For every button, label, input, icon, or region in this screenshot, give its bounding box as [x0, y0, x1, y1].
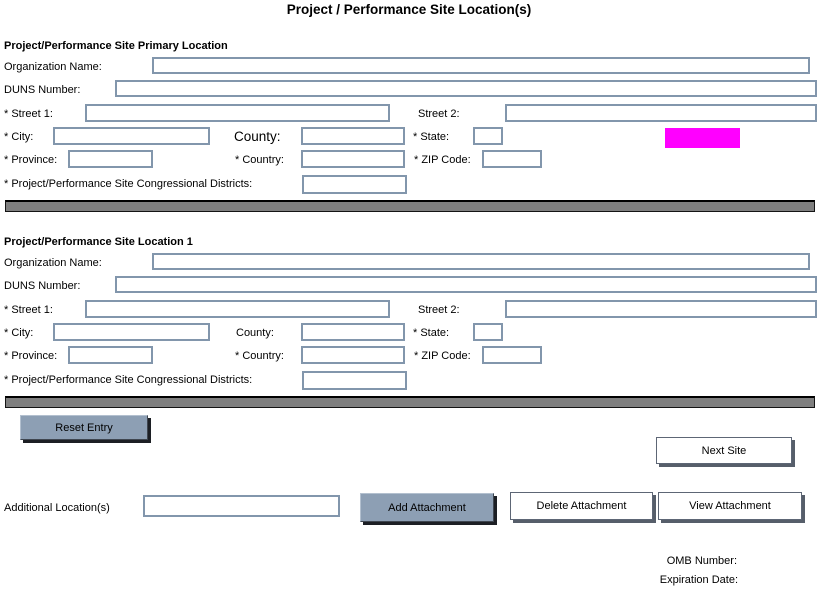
state-input-2[interactable]: [473, 323, 503, 341]
section-divider-bar: [5, 200, 815, 212]
state-input[interactable]: [473, 127, 503, 145]
add-attachment-button[interactable]: Add Attachment: [360, 493, 494, 522]
county-label: County:: [234, 129, 281, 144]
province-label: * Province:: [4, 154, 58, 166]
reset-entry-button[interactable]: Reset Entry: [20, 415, 148, 440]
county-input-2[interactable]: [301, 323, 405, 341]
section-header-primary-location: Project/Performance Site Primary Locatio…: [4, 40, 228, 52]
zip-code-input-2[interactable]: [482, 346, 542, 364]
county-input[interactable]: [301, 127, 405, 145]
street1-label: * Street 1:: [4, 108, 53, 120]
page-title: Project / Performance Site Location(s): [286, 2, 532, 17]
congressional-districts-input[interactable]: [302, 175, 407, 194]
highlighted-field-box: [665, 128, 740, 148]
view-attachment-button[interactable]: View Attachment: [658, 492, 802, 520]
duns-number-label: DUNS Number:: [4, 280, 81, 292]
additional-locations-label: Additional Location(s): [4, 502, 110, 514]
congressional-districts-label: * Project/Performance Site Congressional…: [4, 374, 253, 386]
state-label: * State:: [413, 327, 450, 339]
expiration-date-label: Expiration Date:: [659, 574, 738, 586]
section-divider-bar: [5, 396, 815, 408]
duns-number-input[interactable]: [115, 80, 817, 97]
next-site-button[interactable]: Next Site: [656, 437, 792, 464]
country-input-2[interactable]: [301, 346, 405, 364]
street2-input[interactable]: [505, 104, 817, 122]
city-label: * City:: [4, 327, 34, 339]
country-input[interactable]: [301, 150, 405, 168]
organization-name-input-2[interactable]: [152, 253, 810, 270]
state-label: * State:: [413, 131, 450, 143]
additional-locations-filename-input[interactable]: [143, 495, 340, 517]
street1-label: * Street 1:: [4, 304, 53, 316]
country-label: * Country:: [235, 154, 284, 166]
duns-number-label: DUNS Number:: [4, 84, 81, 96]
city-input-2[interactable]: [53, 323, 210, 341]
street1-input[interactable]: [85, 104, 390, 122]
country-label: * Country:: [235, 350, 284, 362]
section-header-location-1: Project/Performance Site Location 1: [4, 236, 193, 248]
street1-input-2[interactable]: [85, 300, 390, 318]
city-input[interactable]: [53, 127, 210, 145]
street2-label: Street 2:: [418, 304, 460, 316]
zip-code-input[interactable]: [482, 150, 542, 168]
delete-attachment-button[interactable]: Delete Attachment: [510, 492, 653, 520]
zip-code-label: * ZIP Code:: [414, 350, 471, 362]
province-label: * Province:: [4, 350, 58, 362]
county-label: County:: [236, 327, 274, 339]
organization-name-label: Organization Name:: [4, 61, 102, 73]
congressional-districts-label: * Project/Performance Site Congressional…: [4, 178, 253, 190]
duns-number-input-2[interactable]: [115, 276, 817, 293]
zip-code-label: * ZIP Code:: [414, 154, 471, 166]
congressional-districts-input-2[interactable]: [302, 371, 407, 390]
city-label: * City:: [4, 131, 34, 143]
province-input-2[interactable]: [68, 346, 153, 364]
province-input[interactable]: [68, 150, 153, 168]
organization-name-label: Organization Name:: [4, 257, 102, 269]
organization-name-input[interactable]: [152, 57, 810, 74]
street2-label: Street 2:: [418, 108, 460, 120]
omb-number-label: OMB Number:: [666, 555, 737, 567]
street2-input-2[interactable]: [505, 300, 817, 318]
